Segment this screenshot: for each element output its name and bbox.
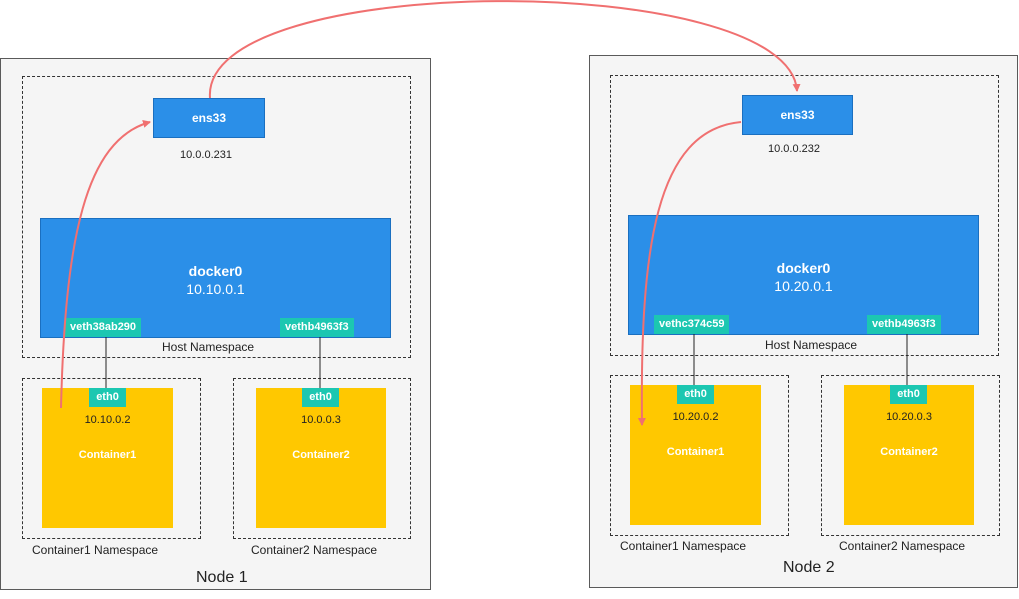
packet-path-ens33-to-container [637,121,742,426]
node-1-container1-ip: 10.10.0.2 [84,414,131,426]
node-1-veth-container1[interactable]: veth38ab290 [65,318,142,337]
node-2-container1-namespace-label: Container1 Namespace [620,539,747,553]
node-2-ens33-interface[interactable]: ens33 [742,95,853,135]
node-1-container1-namespace-label: Container1 Namespace [32,543,159,557]
node-1-host-namespace-label: Host Namespace [162,340,255,354]
node-2-container1[interactable]: 10.20.0.2 Container1 [630,385,761,525]
node-1-container1-name: Container1 [78,449,137,461]
node-2-container2-eth0[interactable]: eth0 [890,385,927,404]
node-1-container1-eth0[interactable]: eth0 [89,388,126,407]
node-1-ens33-interface[interactable]: ens33 [153,98,265,138]
node-2-container1-namespace [610,375,789,536]
node-2-docker0-name: docker0 [776,260,831,276]
node-2-container1-name: Container1 [666,446,725,458]
node-1-container2-namespace-label: Container2 Namespace [251,543,378,557]
node-1-veth-container2[interactable]: vethb4963f3 [280,318,354,337]
node-1-docker0-name: docker0 [188,263,243,279]
node-1-container2-ip: 10.0.0.3 [301,414,341,426]
node-1-container1[interactable]: 10.10.0.2 Container1 [42,388,173,528]
node-2-ens33-ip: 10.0.0.232 [768,143,820,155]
node-1-container2-eth0[interactable]: eth0 [302,388,339,407]
node-2-label: Node 2 [783,559,835,576]
node-1-container2-name: Container2 [292,449,350,461]
node-2-container2-namespace-label: Container2 Namespace [839,539,966,553]
node-1-container2-namespace [233,378,411,539]
node-2-container1-ip: 10.20.0.2 [672,411,719,423]
node-1-docker0-ip: 10.10.0.1 [186,281,245,297]
node-2-container1-eth0[interactable]: eth0 [677,385,714,404]
packet-path-node1-to-node2 [208,0,801,99]
node-1-container1-namespace [22,378,201,539]
node-1-host-namespace [22,76,411,358]
node-2-container2-namespace [821,375,1000,536]
node-2-docker0-ip: 10.20.0.1 [774,278,833,294]
node-2-host-namespace-label: Host Namespace [765,338,858,352]
node-1-ens33-ip: 10.0.0.231 [180,149,232,161]
node-2-container2[interactable]: 10.20.0.3 Container2 [844,385,974,525]
node-2-veth-container1[interactable]: vethc374c59 [654,315,730,334]
node-2-container2-ip: 10.20.0.3 [886,411,932,423]
node-1-container2[interactable]: 10.0.0.3 Container2 [256,388,386,528]
node-2-veth-container2[interactable]: vethb4963f3 [867,315,941,334]
node-1-label: Node 1 [196,569,248,586]
node-2-container2-name: Container2 [880,446,938,458]
packet-path-container-to-ens33 [60,120,151,409]
node-2-host-namespace [610,75,999,356]
